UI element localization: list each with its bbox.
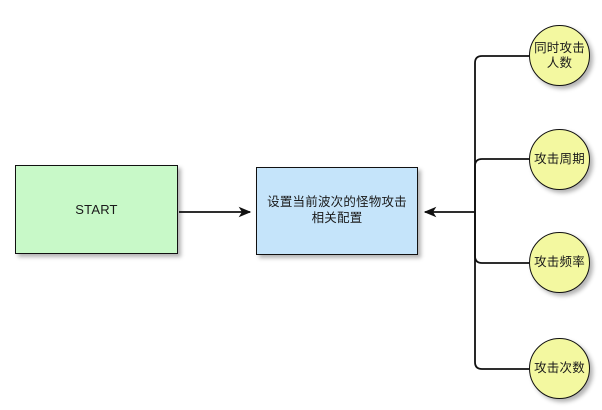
node-attribute-3-label: 攻击次数 [534, 361, 585, 375]
node-start-label: START [75, 201, 118, 217]
node-attribute-attack-times[interactable]: 攻击次数 [529, 338, 590, 399]
branch-to-attribute-3 [474, 212, 529, 370]
node-attribute-1-label: 攻击周期 [534, 152, 585, 166]
branch-to-attribute-0 [474, 55, 529, 212]
node-process[interactable]: 设置当前波次的怪物攻击相关配置 [256, 167, 418, 255]
node-attribute-simultaneous-attack-count[interactable]: 同时攻击 人数 [529, 25, 590, 86]
branch-to-attribute-2 [474, 212, 529, 264]
branch-to-attribute-1 [474, 158, 529, 212]
node-attribute-2-label: 攻击频率 [534, 255, 585, 269]
node-attribute-0-label: 同时攻击 人数 [534, 40, 585, 70]
node-process-label: 设置当前波次的怪物攻击相关配置 [267, 195, 407, 225]
node-attribute-attack-cycle[interactable]: 攻击周期 [529, 129, 590, 190]
node-attribute-attack-frequency[interactable]: 攻击频率 [529, 232, 590, 293]
node-start[interactable]: START [15, 165, 178, 254]
